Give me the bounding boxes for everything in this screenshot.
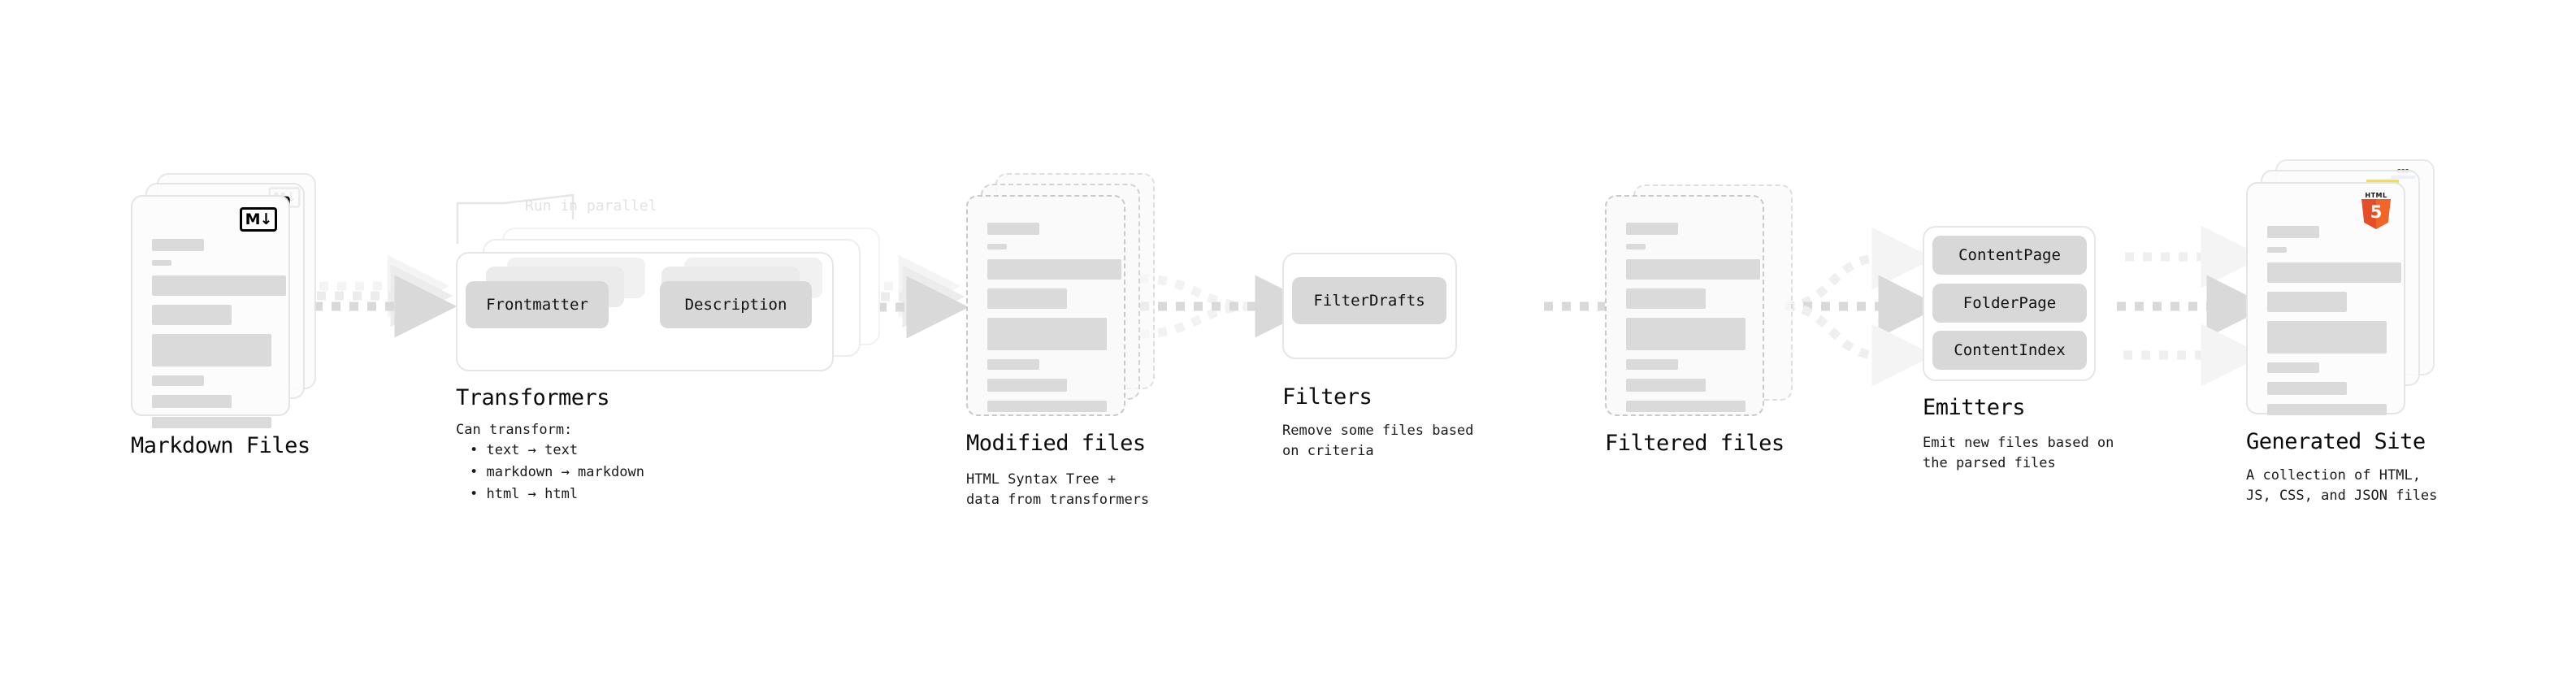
chip-frontmatter[interactable]: Frontmatter [466,281,609,328]
generated-subtitle-line-2: JS, CSS, and JSON files [2246,488,2438,504]
doc-placeholder-bars [987,223,1121,421]
emitters-subtitle-line-1: Emit new files based on [1923,435,2114,451]
chip-filterdrafts[interactable]: FilterDrafts [1292,277,1446,324]
transformers-bullet-3: • html → html [470,486,579,502]
arrow-markdown-to-transformers [314,254,458,338]
generated-subtitle-line-1: A collection of HTML, [2246,467,2421,484]
chip-folderpage[interactable]: FolderPage [1932,284,2087,323]
filtered-card-front [1605,195,1764,416]
modified-subtitle-line-1: HTML Syntax Tree + [966,471,1117,488]
doc-placeholder-bars [1626,223,1760,421]
html5-icon-word: HTML [2365,192,2387,199]
doc-placeholder-bars [152,239,286,437]
site-card-front: HTML 5 [2246,182,2405,415]
doc-placeholder-bars [2267,226,2401,424]
arrow-emitters-to-site [2117,225,2270,387]
modified-subtitle-line-2: data from transformers [966,492,1150,508]
page-title-generated-site: Generated Site [2246,429,2426,454]
page-title-filters: Filters [1282,384,1373,410]
page-title-markdown-files: Markdown Files [131,433,310,458]
chip-contentpage[interactable]: ContentPage [1932,236,2087,275]
modified-card-front [966,195,1125,416]
emitters-subtitle-line-2: the parsed files [1923,455,2056,471]
transformers-bullet-1: • text → text [470,442,579,458]
html5-icon: HTML 5 [2360,192,2392,229]
filters-subtitle-line-2: on criteria [1282,443,1374,459]
page-title-emitters: Emitters [1923,395,2026,420]
transformers-subtitle: Can transform: [456,422,573,438]
chip-contentindex[interactable]: ContentIndex [1932,331,2087,370]
filters-subtitle-line-1: Remove some files based [1282,423,1474,439]
annotation-run-in-parallel: Run in parallel [525,197,657,215]
page-title-transformers: Transformers [456,385,610,410]
arrow-filtered-to-emitters [1785,227,1941,387]
arrow-modified-to-filters [1139,274,1318,339]
markdown-icon: M↓ [240,207,277,232]
page-title-filtered-files: Filtered files [1605,431,1785,456]
chip-description[interactable]: Description [660,281,812,328]
html5-icon-shield: 5 [2361,199,2391,229]
page-title-modified-files: Modified files [966,431,1146,456]
markdown-card-front: M↓ [131,195,290,428]
html5-icon-five: 5 [2370,202,2383,222]
transformers-bullet-2: • markdown → markdown [470,464,644,480]
